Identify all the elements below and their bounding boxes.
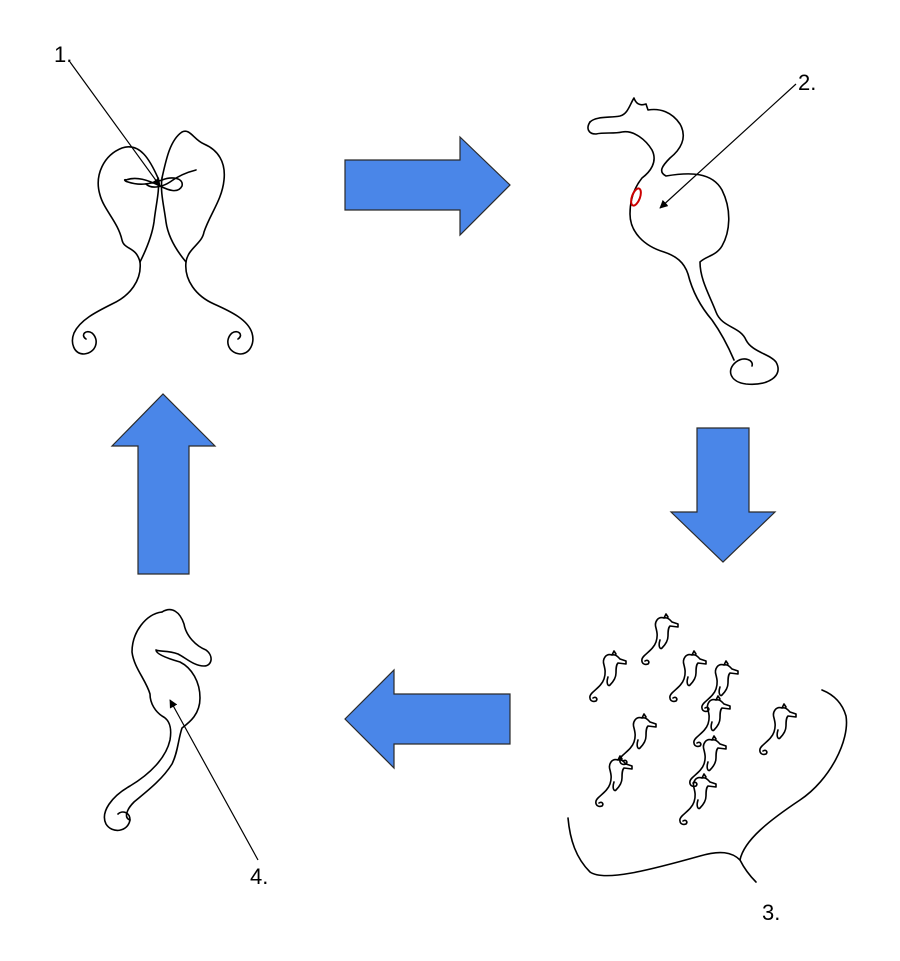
pointer-line-1: [69, 61, 161, 187]
arrow-right: [344, 135, 511, 237]
baby-seahorses-icon: [589, 613, 797, 826]
egg-pouch-icon: [630, 187, 642, 207]
step-label-3: 3.: [762, 900, 780, 925]
arrow-down: [669, 427, 777, 563]
pouch-opening: [739, 859, 757, 883]
pointer-line-4: [169, 699, 259, 861]
seahorse-pair-icon: [71, 130, 254, 355]
arrow-up: [110, 393, 217, 575]
arrow-left: [344, 668, 511, 770]
step-label-1: 1.: [54, 42, 72, 67]
pointer-line-2: [659, 83, 797, 209]
step-label-2: 2.: [798, 70, 816, 95]
step-label-4: 4.: [250, 864, 268, 889]
juvenile-seahorse-icon: [103, 608, 212, 832]
pregnant-seahorse-icon: [587, 97, 779, 386]
